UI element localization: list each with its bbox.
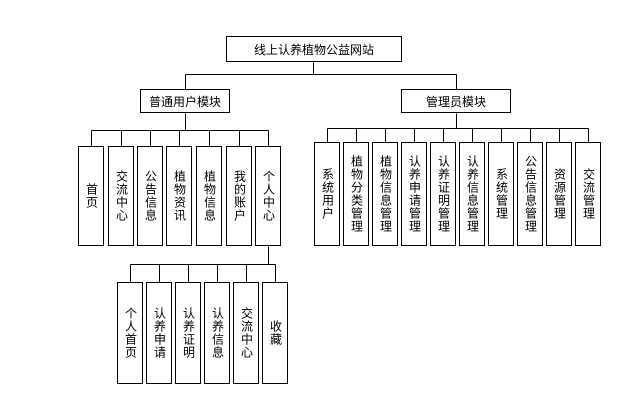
admin-item-system-users: 系统用户	[314, 142, 340, 246]
user-item-label: 个人中心	[261, 170, 276, 222]
pc-item-exchange-center: 交流中心	[233, 282, 259, 384]
admin-item-label: 交流管理	[581, 168, 596, 220]
user-item-label: 首页	[84, 183, 99, 209]
user-item-personal-center: 个人中心	[255, 146, 281, 246]
admin-item-announcement-management: 公告信息管理	[517, 142, 543, 246]
user-item-label: 交流中心	[114, 170, 129, 222]
pc-item-personal-home: 个人首页	[117, 282, 143, 384]
admin-item-plant-info: 植物信息管理	[372, 142, 398, 246]
admin-item-label: 认养信息管理	[465, 155, 480, 233]
pc-item-label: 认养证明	[181, 307, 196, 359]
admin-item-label: 资源管理	[552, 168, 567, 220]
user-item-plant-news: 植物资讯	[166, 146, 192, 246]
pc-item-label: 交流中心	[239, 307, 254, 359]
pc-item-label: 认养申请	[152, 307, 167, 359]
admin-item-plant-category: 植物分类管理	[343, 142, 369, 246]
pc-item-adoption-info: 认养信息	[204, 282, 230, 384]
pc-item-label: 收藏	[268, 320, 283, 346]
admin-module-label: 管理员模块	[425, 94, 486, 109]
admin-item-label: 植物信息管理	[378, 155, 393, 233]
admin-item-label: 系统用户	[320, 168, 335, 220]
pc-item-label: 认养信息	[210, 307, 225, 359]
pc-item-adoption-certificate: 认养证明	[175, 282, 201, 384]
pc-item-adoption-application: 认养申请	[146, 282, 172, 384]
admin-item-resource-management: 资源管理	[546, 142, 572, 246]
user-item-label: 植物资讯	[172, 170, 187, 222]
admin-module-node: 管理员模块	[401, 89, 511, 113]
user-item-announcements: 公告信息	[137, 146, 163, 246]
pc-item-label: 个人首页	[123, 307, 138, 359]
admin-item-system-management: 系统管理	[488, 142, 514, 246]
user-item-label: 我的账户	[232, 170, 247, 222]
admin-item-adoption-application: 认养申请管理	[401, 142, 427, 246]
user-module-label: 普通用户模块	[148, 94, 221, 109]
admin-item-label: 植物分类管理	[349, 155, 364, 233]
user-item-exchange-center: 交流中心	[108, 146, 134, 246]
admin-item-adoption-certificate: 认养证明管理	[430, 142, 456, 246]
user-module-node: 普通用户模块	[140, 89, 230, 113]
admin-item-label: 认养证明管理	[436, 155, 451, 233]
root-node: 线上认养植物公益网站	[226, 36, 402, 62]
admin-item-label: 公告信息管理	[523, 155, 538, 233]
user-item-label: 公告信息	[143, 170, 158, 222]
root-label: 线上认养植物公益网站	[253, 42, 374, 57]
pc-item-favorites: 收藏	[262, 282, 288, 384]
user-item-label: 植物信息	[202, 170, 217, 222]
user-item-plant-info: 植物信息	[196, 146, 222, 246]
user-item-home: 首页	[78, 146, 104, 246]
admin-item-adoption-info: 认养信息管理	[459, 142, 485, 246]
admin-item-exchange-management: 交流管理	[575, 142, 601, 246]
user-item-my-account: 我的账户	[226, 146, 252, 246]
admin-item-label: 系统管理	[494, 168, 509, 220]
admin-item-label: 认养申请管理	[407, 155, 422, 233]
